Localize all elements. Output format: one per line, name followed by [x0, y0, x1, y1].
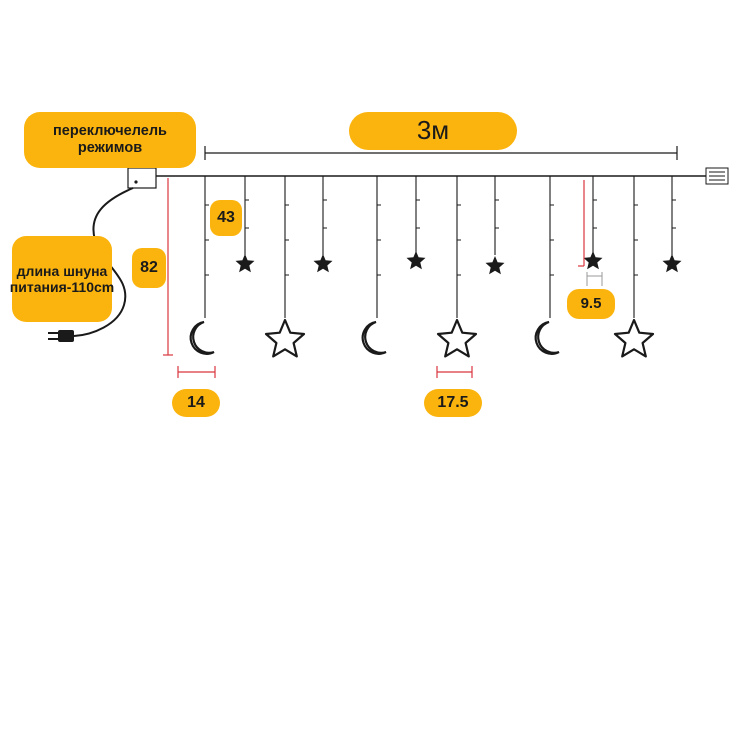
moon-icon — [361, 320, 387, 355]
moon-icon — [189, 320, 215, 355]
short-strand-height-label: 43 — [210, 200, 242, 236]
star-outline-icon — [613, 318, 655, 358]
mode-switch-label: переключелель режимов — [24, 112, 196, 168]
moon-width-label: 14 — [172, 389, 220, 417]
height-82-measure-line — [163, 178, 173, 356]
total-length-label: 3м — [349, 112, 517, 150]
power-cord — [73, 187, 134, 337]
large-star-width-label: 17.5 — [424, 389, 482, 417]
controller-box — [127, 167, 157, 189]
length-dimension-line — [204, 146, 678, 160]
cord-length-label: длина шнуна питания-110cm — [10, 236, 114, 322]
star-filled-icon — [485, 256, 505, 275]
small-star-width-bracket — [586, 272, 603, 286]
star-filled-icon — [583, 251, 603, 270]
star-filled-icon — [313, 254, 333, 273]
power-plug-icon — [48, 330, 74, 342]
long-strands — [204, 176, 635, 318]
width-14-measure-line — [177, 366, 216, 378]
small-star-width-label: 9.5 — [567, 289, 615, 319]
small-star-measure-line — [578, 180, 585, 267]
star-outline-icon — [264, 318, 306, 358]
end-connector-icon — [705, 167, 729, 185]
short-strands — [244, 176, 673, 255]
star-filled-icon — [662, 254, 682, 273]
led-bead-ticks — [205, 199, 676, 276]
star-filled-icon — [235, 254, 255, 273]
star-filled-icon — [406, 251, 426, 270]
moon-icon — [534, 320, 560, 355]
long-strand-height-label: 82 — [132, 248, 166, 288]
width-175-measure-line — [436, 366, 473, 378]
star-outline-icon — [436, 318, 478, 358]
controller-button-icon — [134, 180, 138, 184]
